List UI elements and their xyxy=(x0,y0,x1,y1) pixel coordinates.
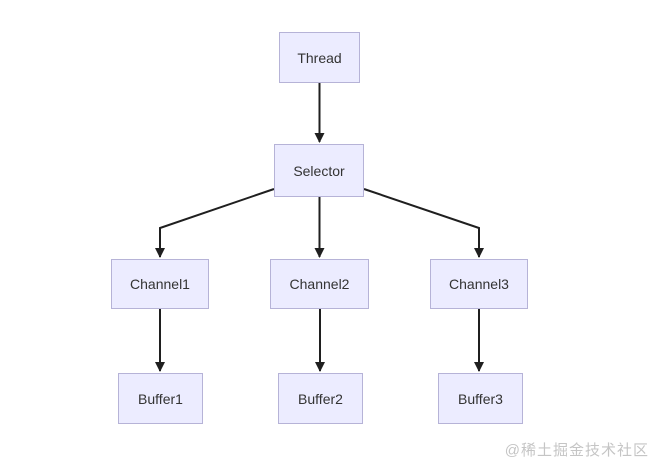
node-channel1: Channel1 xyxy=(111,259,209,309)
edge-selector-channel3 xyxy=(363,188,484,258)
node-selector: Selector xyxy=(274,144,364,197)
node-buffer3: Buffer3 xyxy=(438,373,523,424)
node-thread: Thread xyxy=(279,32,360,83)
node-channel3: Channel3 xyxy=(430,259,528,309)
node-buffer1: Buffer1 xyxy=(118,373,203,424)
node-channel2: Channel2 xyxy=(270,259,369,309)
node-buffer2: Buffer2 xyxy=(278,373,363,424)
watermark: @稀土掘金技术社区 xyxy=(504,442,649,459)
edge-selector-channel1 xyxy=(155,188,275,258)
